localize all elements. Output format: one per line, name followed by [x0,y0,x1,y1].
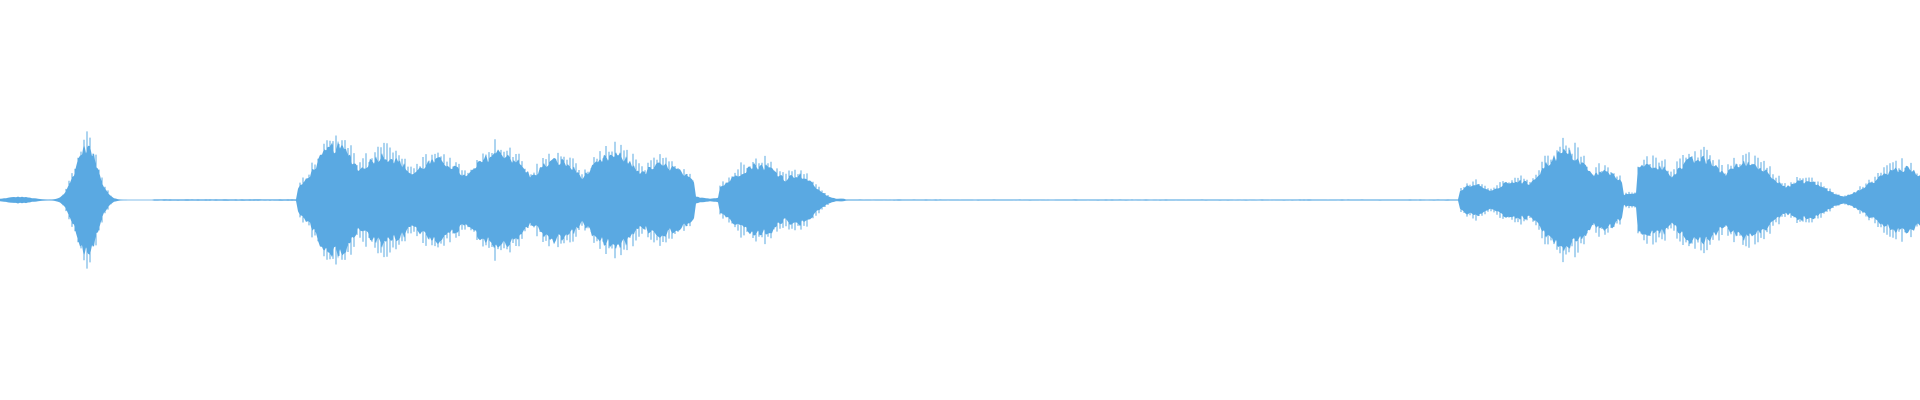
waveform-spikes [62,131,1918,269]
